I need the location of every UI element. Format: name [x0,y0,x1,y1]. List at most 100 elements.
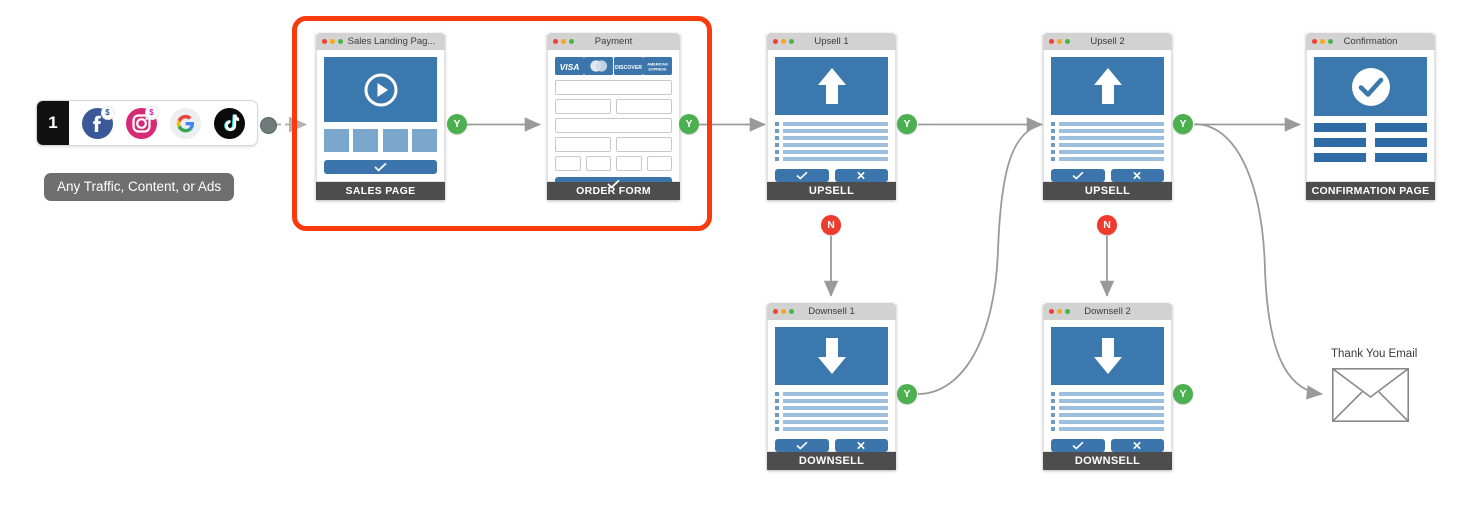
window-dots [773,309,794,314]
bullet-square-icon [775,399,779,403]
bullet-line [1051,157,1164,161]
close-dot-icon [553,39,558,44]
traffic-source-icons: $ $ [69,105,257,140]
bullet-line [775,399,888,403]
bullet-bar [783,413,888,417]
decision-buttons [775,439,888,452]
decline-button[interactable] [1110,439,1164,452]
traffic-source-card[interactable]: 1 $ $ [36,100,258,146]
card-confirmation[interactable]: Confirmation [1306,33,1435,200]
form-field[interactable] [555,156,581,171]
bullet-bar [783,150,888,154]
form-field[interactable] [616,156,642,171]
check-icon [796,171,808,180]
bullet-square-icon [775,427,779,431]
card-order-form[interactable]: Payment VISA [547,33,680,200]
titlebar-upsell-2: Upsell 2 [1043,33,1172,50]
confirmation-bar-row [1314,123,1427,132]
close-dot-icon [1049,309,1054,314]
accept-button[interactable] [775,169,829,182]
badge-yes-downsell-2[interactable]: Y [1173,384,1193,404]
hero-arrow-block [1051,57,1164,115]
bullet-bar [783,392,888,396]
form-row [555,118,672,133]
badge-yes-upsell-2[interactable]: Y [1173,114,1193,134]
form-row [555,156,672,171]
accept-button[interactable] [1051,169,1105,182]
tiktok-icon[interactable] [213,107,246,140]
badge-no-upsell-1[interactable]: N [821,215,841,235]
titlebar-downsell-1: Downsell 1 [767,303,896,320]
bullet-bar [1059,136,1164,140]
bullet-square-icon [775,150,779,154]
form-field[interactable] [555,118,672,133]
window-dots [322,39,343,44]
form-field[interactable] [555,99,611,114]
badge-yes-order-form[interactable]: Y [679,114,699,134]
bullet-square-icon [1051,129,1055,133]
decline-button[interactable] [1110,169,1164,182]
card-downsell-1[interactable]: Downsell 1 [767,303,896,470]
close-dot-icon [1312,39,1317,44]
bullet-bar [1059,143,1164,147]
card-upsell-2[interactable]: Upsell 2 [1043,33,1172,200]
bullet-bar [783,399,888,403]
footer-confirmation: CONFIRMATION PAGE [1306,182,1435,200]
badge-yes-sales-page[interactable]: Y [447,114,467,134]
arrow-down-icon [817,338,846,374]
decline-button[interactable] [834,439,888,452]
accept-button[interactable] [1051,439,1105,452]
cta-button[interactable] [324,160,437,174]
accept-button[interactable] [775,439,829,452]
close-dot-icon [773,309,778,314]
traffic-source-connector-dot [260,117,277,134]
bullet-square-icon [1051,150,1055,154]
badge-yes-upsell-1[interactable]: Y [897,114,917,134]
thumbnail [382,129,408,152]
form-field[interactable] [616,137,672,152]
form-field[interactable] [646,156,672,171]
thumbnail [353,129,379,152]
bullet-square-icon [775,420,779,424]
body-upsell-1 [767,50,896,182]
form-row [555,80,672,95]
bullet-square-icon [1051,427,1055,431]
bullet-list [1051,122,1164,161]
form-row [555,137,672,152]
traffic-source-label: Any Traffic, Content, or Ads [44,173,235,201]
instagram-icon[interactable]: $ [125,105,159,140]
bullet-bar [783,157,888,161]
form-field[interactable] [616,99,672,114]
form-field[interactable] [555,80,672,95]
decline-button[interactable] [834,169,888,182]
close-dot-icon [773,39,778,44]
hero-arrow-block [1051,327,1164,385]
footer-downsell-2: DOWNSELL [1043,452,1172,470]
bullet-bar [1059,413,1164,417]
maximize-dot-icon [1065,309,1070,314]
check-icon [1072,441,1084,450]
envelope-icon[interactable] [1332,368,1410,427]
bullet-square-icon [775,136,779,140]
form-field[interactable] [555,137,611,152]
svg-text:VISA: VISA [560,62,580,72]
decision-buttons [1051,169,1164,182]
maximize-dot-icon [1065,39,1070,44]
confirmation-bar [1314,138,1366,147]
card-sales-page[interactable]: Sales Landing Pag... SALES PAGE [316,33,445,200]
card-upsell-1[interactable]: Upsell 1 [767,33,896,200]
badge-no-upsell-2[interactable]: N [1097,215,1117,235]
body-upsell-2 [1043,50,1172,182]
bullet-line [775,420,888,424]
google-icon[interactable] [169,107,202,140]
form-field[interactable] [585,156,611,171]
confirmation-bar [1314,123,1366,132]
badge-yes-downsell-1[interactable]: Y [897,384,917,404]
maximize-dot-icon [338,39,343,44]
amex-logo-icon: AMERICAN EXPRESS [642,57,672,75]
facebook-icon[interactable]: $ [81,105,115,140]
discover-logo-icon: DISCOVER [613,57,643,75]
card-downsell-2[interactable]: Downsell 2 [1043,303,1172,470]
confirmation-bar [1314,153,1366,162]
facebook-paid-badge: $ [100,105,115,120]
